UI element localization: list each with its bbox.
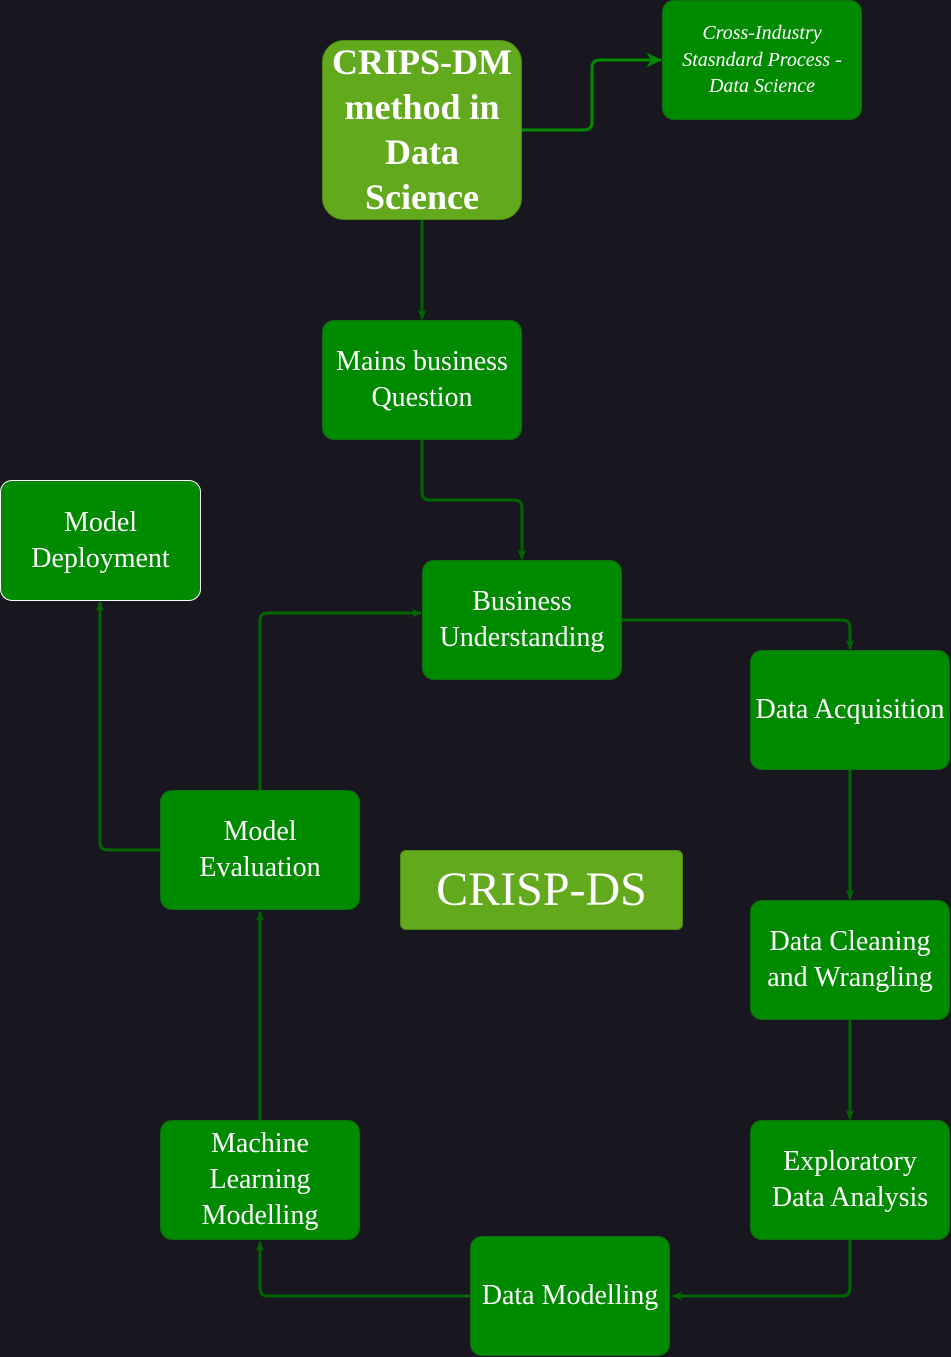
step-model-evaluation: Model Evaluation xyxy=(160,790,360,910)
connector-title-to-note xyxy=(520,52,662,132)
step-data-cleaning: Data Cleaning and Wrangling xyxy=(750,900,950,1020)
center-label-box: CRISP-DS xyxy=(400,850,683,930)
step-eda-label: Exploratory Data Analysis xyxy=(771,1146,929,1213)
connector-modelling-to-ml xyxy=(255,1241,472,1298)
diagram-title: CRIPS-DM method in Data Science xyxy=(332,42,512,217)
diagram-title-box: CRIPS-DM method in Data Science xyxy=(322,40,522,220)
step-data-modelling-label: Data Modelling xyxy=(481,1280,659,1311)
step-data-acquisition-label: Data Acquisition xyxy=(755,694,945,725)
step-main-question: Mains business Question xyxy=(322,320,522,440)
note-box: Cross-Industry Stasndard Process - Data … xyxy=(662,0,862,120)
step-data-acquisition: Data Acquisition xyxy=(750,650,950,770)
connector-evaluation-to-understanding xyxy=(258,608,422,792)
connector-question-to-understanding xyxy=(420,438,527,560)
connector-evaluation-to-deployment xyxy=(95,601,162,852)
step-ml-modelling: Machine Learning Modelling xyxy=(160,1120,360,1240)
connector-understanding-to-acquisition xyxy=(620,618,855,650)
note-text: Cross-Industry Stasndard Process - Data … xyxy=(682,22,842,98)
center-label: CRISP-DS xyxy=(436,863,647,916)
step-data-cleaning-label: Data Cleaning and Wrangling xyxy=(767,926,933,993)
connector-eda-to-modelling xyxy=(672,1238,852,1301)
step-main-question-label: Mains business Question xyxy=(336,346,508,413)
step-business-understanding: Business Understanding xyxy=(422,560,622,680)
step-model-deployment-label: Model Deployment xyxy=(31,506,170,574)
step-business-understanding-label: Business Understanding xyxy=(439,586,605,653)
step-eda: Exploratory Data Analysis xyxy=(750,1120,950,1240)
step-model-deployment: Model Deployment xyxy=(0,480,201,601)
step-ml-modelling-label: Machine Learning Modelling xyxy=(201,1128,319,1231)
step-data-modelling: Data Modelling xyxy=(470,1236,670,1356)
step-model-evaluation-label: Model Evaluation xyxy=(199,816,321,883)
